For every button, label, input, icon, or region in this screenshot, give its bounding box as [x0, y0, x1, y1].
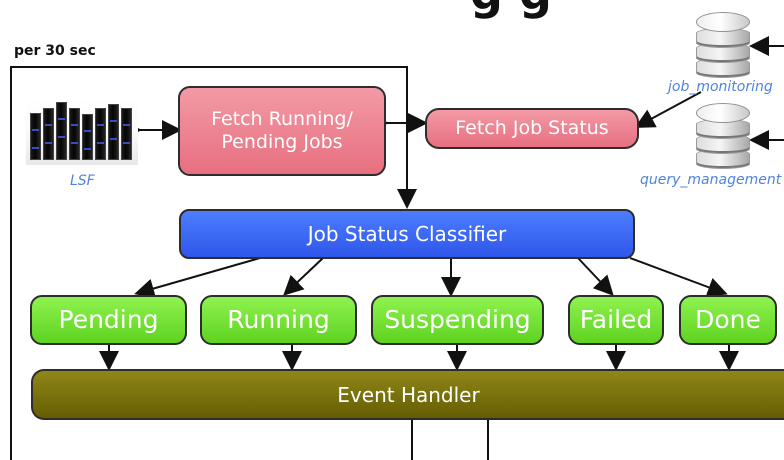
fetch-running-pending-text: Fetch Running/ Pending Jobs [211, 108, 353, 154]
lsf-label: LSF [70, 173, 95, 189]
failed-status-box: Failed [568, 295, 664, 345]
server-rack-unit [30, 113, 41, 160]
classifier-done-connector [629, 257, 728, 297]
server-rack-unit [69, 108, 80, 160]
running-status-box: Running [200, 295, 357, 345]
query-management-label: query_management [640, 172, 782, 188]
suspending-status-box: Suspending [371, 295, 544, 345]
fetch-job-status-box: Fetch Job Status [425, 108, 639, 149]
lsf-server-rack-image [26, 99, 138, 165]
server-rack-unit [82, 114, 93, 160]
fetch-running-pending-line-1: Fetch Running/ [211, 108, 353, 131]
diagram-title-fragment: g g [470, 0, 552, 20]
query-management-database-icon [690, 103, 754, 173]
classifier-pending-connector [134, 257, 261, 299]
database-top [696, 12, 750, 32]
classifier-running-connector [283, 257, 324, 296]
fetch-running-pending-jobs-box: Fetch Running/ Pending Jobs [178, 86, 386, 176]
pending-status-box: Pending [30, 295, 187, 345]
server-rack-unit [43, 108, 54, 160]
loop-interval-caption: per 30 sec [14, 43, 96, 59]
event-handler-box: Event Handler [31, 369, 784, 420]
job-monitoring-label: job_monitoring [668, 79, 773, 95]
classifier-failed-connector [577, 257, 614, 296]
done-status-box: Done [679, 295, 777, 345]
server-rack-unit [121, 108, 132, 160]
fetch-running-pending-line-2: Pending Jobs [221, 131, 343, 153]
server-rack-unit [56, 102, 67, 160]
job-monitoring-database-icon [690, 12, 754, 82]
database-top [696, 103, 750, 123]
server-rack-unit [108, 104, 119, 160]
job-status-classifier-box: Job Status Classifier [179, 209, 635, 259]
server-rack-unit [95, 108, 106, 160]
